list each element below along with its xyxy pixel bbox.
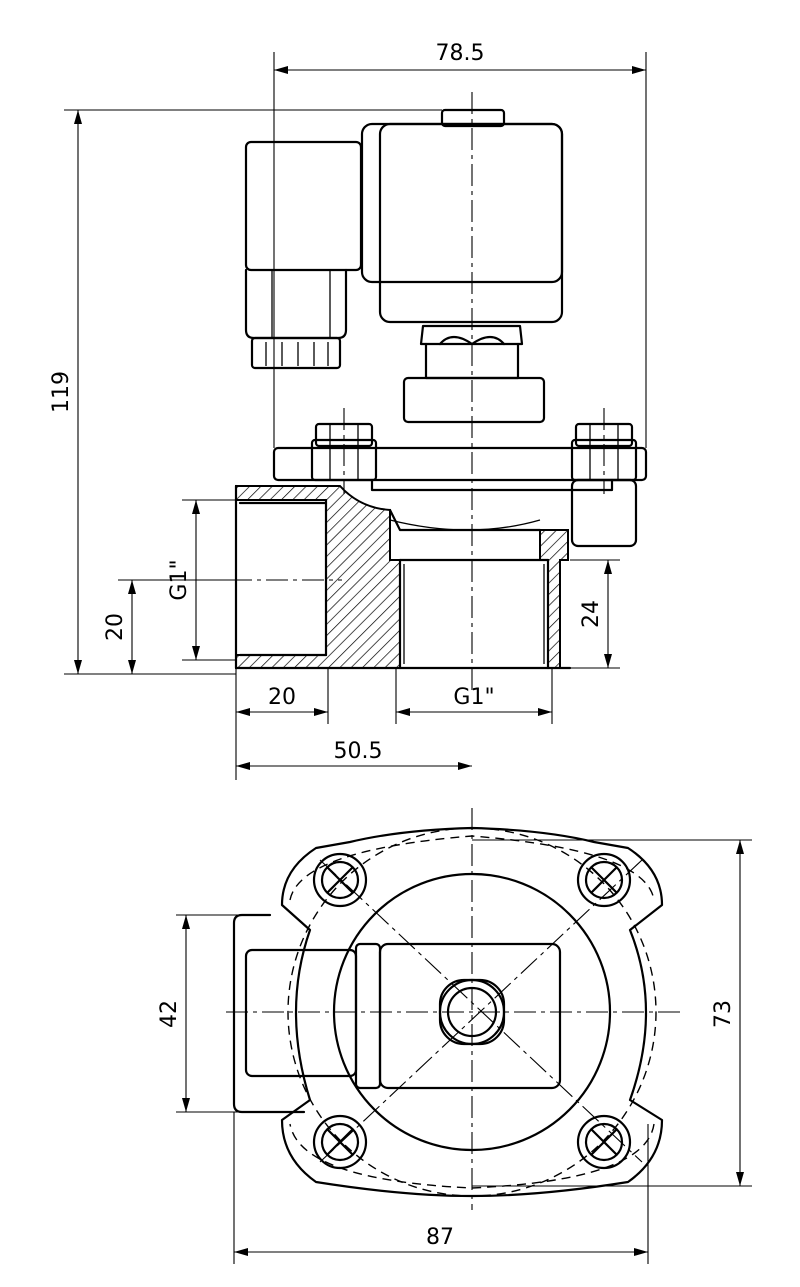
- screw-bottom-left: [312, 1114, 368, 1170]
- inlet-port: [232, 913, 306, 1114]
- screw-top-right: [576, 852, 632, 908]
- dim-port-thread-left: G1": [167, 559, 192, 600]
- armature-nut: [402, 324, 546, 424]
- dim-outlet-height: 24: [579, 600, 604, 628]
- screw-bottom-right: [576, 1114, 632, 1170]
- dim-mounting-width: 42: [157, 1000, 182, 1028]
- dim-inlet-to-center: 50.5: [334, 739, 383, 764]
- dim-port-thread-bottom: G1": [453, 685, 494, 710]
- solenoid-coil: [360, 108, 564, 324]
- plan-view: 42 73 87: [157, 808, 752, 1264]
- valve-body-section: [234, 484, 572, 670]
- side-view: 78.5 119 20 G1" 24 20 G1" 50.5: [49, 41, 648, 780]
- dim-overall-height: 119: [49, 371, 74, 413]
- connector-plug: [244, 140, 363, 370]
- dim-inlet-depth: 20: [268, 685, 296, 710]
- dim-overall-width: 78.5: [436, 41, 485, 66]
- dim-body-depth: 73: [711, 1000, 736, 1028]
- dim-body-width: 87: [426, 1225, 454, 1250]
- dim-port-center-height: 20: [103, 613, 128, 641]
